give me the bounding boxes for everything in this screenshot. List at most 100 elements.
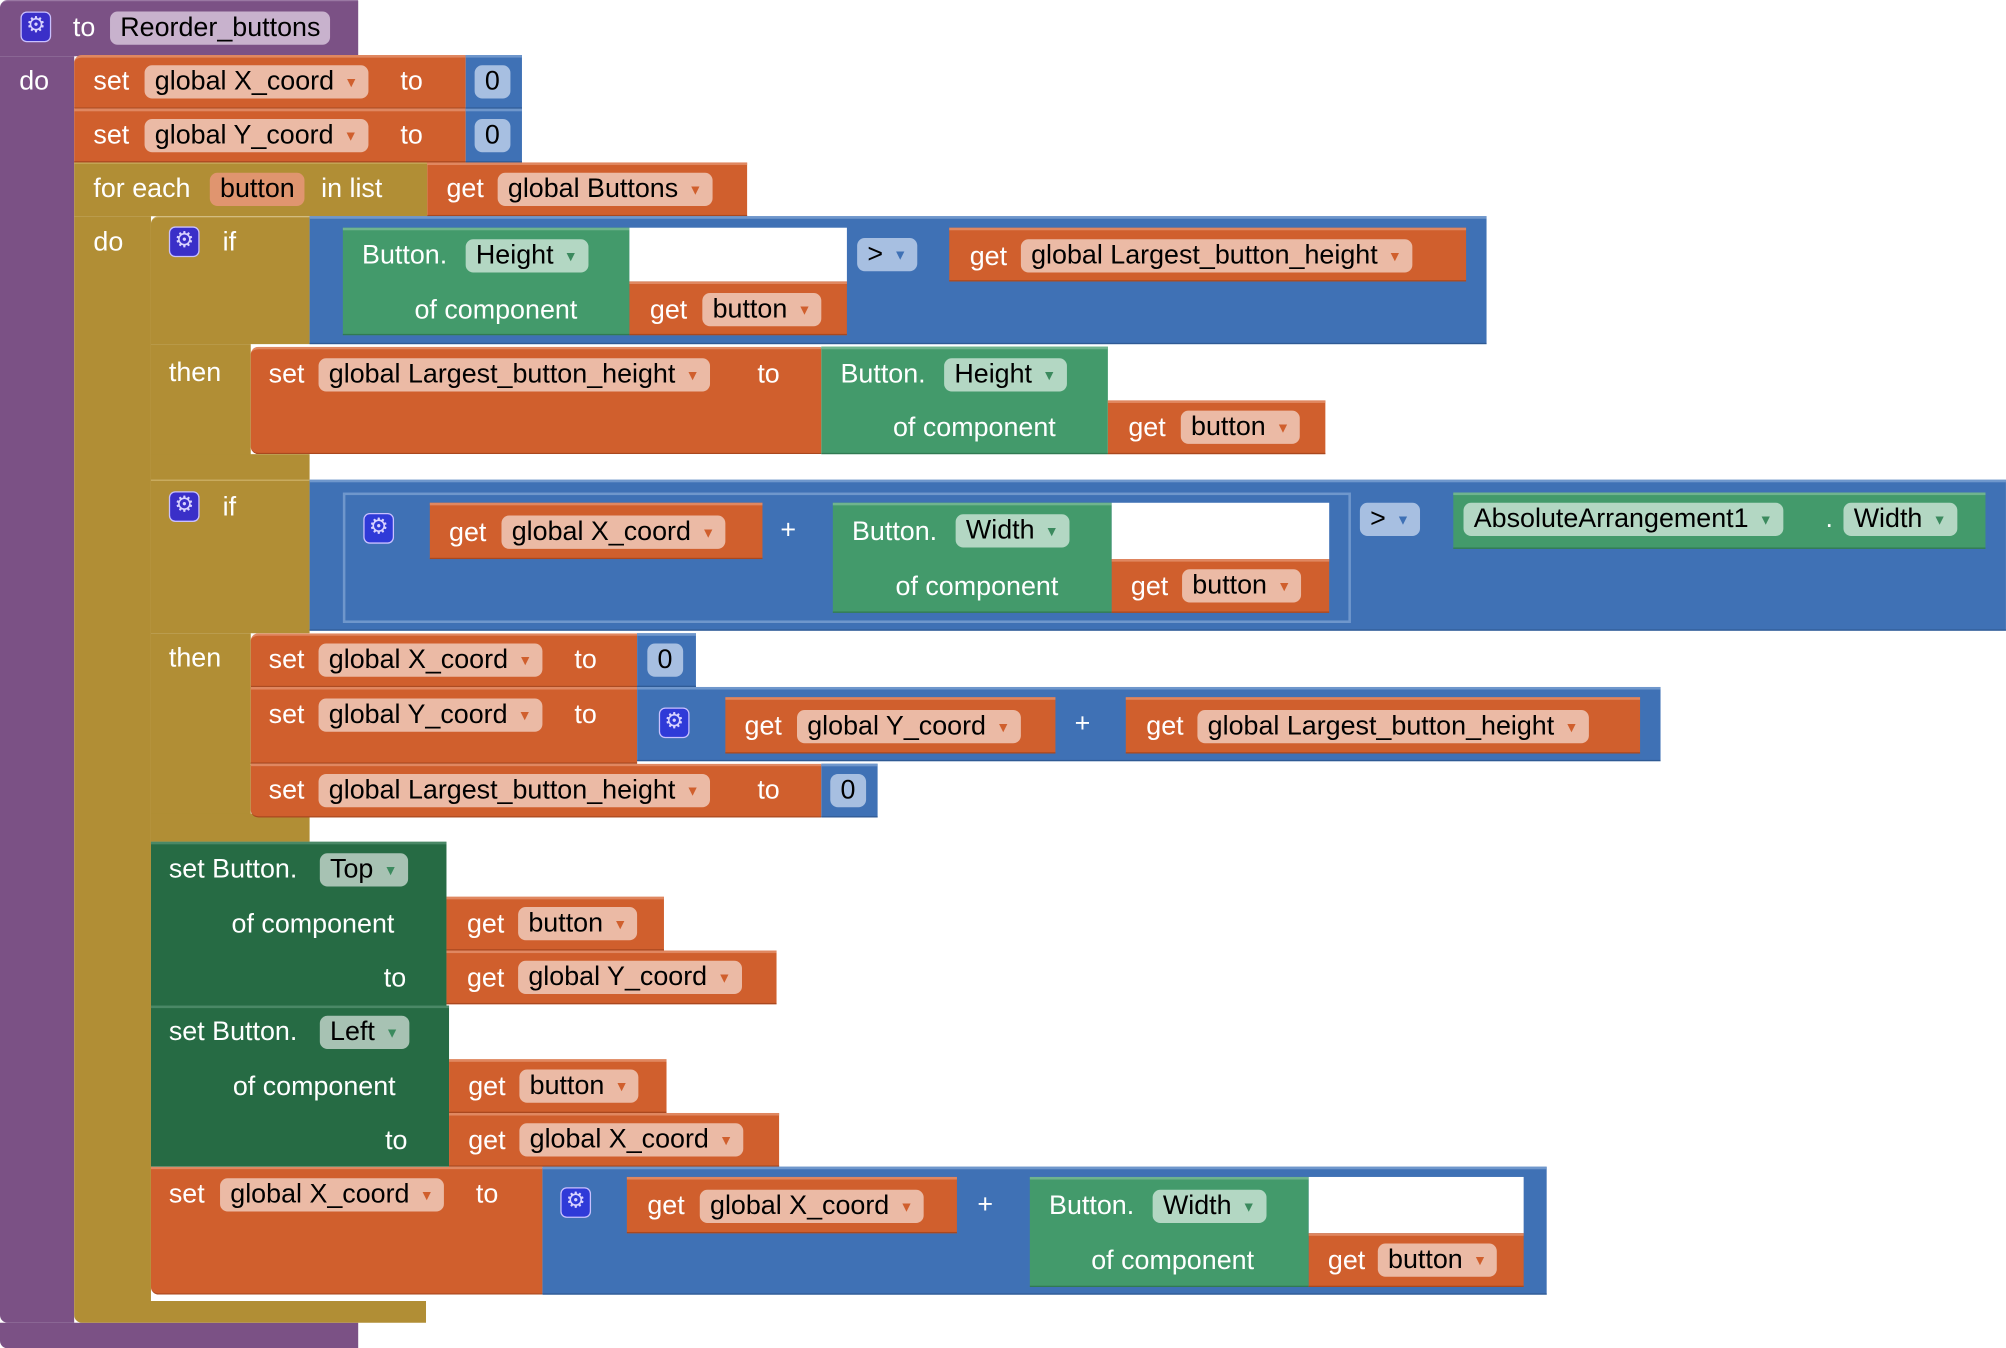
gear-icon[interactable]: ⚙ (168, 491, 200, 522)
component-dropdown[interactable]: AbsoluteArrangement1▼ (1463, 502, 1783, 537)
variable-dropdown[interactable]: button▼ (702, 292, 822, 327)
of-component-label: of component (414, 295, 578, 325)
to-label: to (574, 699, 597, 730)
procedure-name-field[interactable]: Reorder_buttons (110, 11, 331, 45)
in-list-label: in list (321, 173, 383, 204)
variable-dropdown[interactable]: global Largest_button_height▼ (318, 773, 710, 808)
get-label: get (1327, 1246, 1366, 1276)
dropdown-arrow-icon: ▼ (1564, 720, 1579, 736)
if-block-2-spine (150, 633, 251, 819)
variable-name: button (1192, 570, 1268, 600)
variable-dropdown[interactable]: global X_coord ▼ (519, 1123, 744, 1157)
property-dropdown[interactable]: Width▼ (1152, 1189, 1266, 1224)
loop-variable-field[interactable]: button (209, 172, 305, 206)
variable-dropdown[interactable]: global X_coord▼ (699, 1189, 924, 1224)
property-name: Width (965, 515, 1035, 545)
dropdown-arrow-icon: ▼ (996, 720, 1011, 736)
variable-dropdown[interactable]: button▼ (1377, 1243, 1498, 1277)
component-type-label: Button. (1049, 1191, 1135, 1221)
number-field[interactable]: 0 (474, 118, 511, 153)
get-label: get (649, 295, 688, 325)
gear-icon[interactable]: ⚙ (20, 11, 52, 43)
variable-dropdown[interactable]: global Largest_button_height▼ (1020, 239, 1413, 273)
dropdown-arrow-icon: ▼ (893, 248, 908, 264)
variable-dropdown[interactable]: global Y_coord▼ (518, 960, 742, 995)
dropdown-arrow-icon: ▼ (701, 525, 716, 542)
of-component-label: of component (232, 1072, 396, 1102)
variable-name: button (529, 1070, 605, 1101)
for-each-label: for each (93, 173, 191, 204)
operator-dropdown[interactable]: >▼ (1359, 502, 1421, 537)
property-dropdown[interactable]: Width▼ (1843, 502, 1957, 537)
dropdown-arrow-icon: ▼ (343, 129, 358, 145)
procedure-block-spine (0, 56, 75, 1323)
to-label: to (400, 66, 423, 96)
set-label: set (168, 1179, 205, 1209)
variable-name: global Y_coord (807, 711, 987, 741)
set-label: set (268, 359, 305, 389)
operator-dropdown[interactable]: >▼ (857, 237, 918, 272)
variable-dropdown[interactable]: global X_coord▼ (220, 1178, 444, 1212)
plus-label: + (780, 515, 797, 545)
variable-dropdown[interactable]: global Y_coord ▼ (144, 118, 368, 153)
number-field[interactable]: 0 (647, 643, 683, 677)
property-dropdown[interactable]: Top▼ (319, 853, 408, 887)
variable-dropdown[interactable]: global Buttons▼ (497, 172, 713, 206)
get-label: get (969, 241, 1008, 272)
variable-dropdown[interactable]: global Largest_button_height▼ (1197, 710, 1589, 744)
gear-icon[interactable]: ⚙ (658, 707, 690, 739)
property-dropdown[interactable]: Height▼ (465, 239, 588, 273)
variable-name: global Y_coord (154, 120, 334, 150)
variable-dropdown[interactable]: global X_coord▼ (144, 65, 369, 99)
get-label: get (744, 711, 782, 741)
variable-dropdown[interactable]: global Y_coord ▼ (797, 710, 1021, 744)
set-component-label: set Button. (168, 854, 298, 884)
gear-icon[interactable]: ⚙ (363, 512, 395, 544)
variable-name: button (1388, 1244, 1463, 1275)
variable-dropdown[interactable]: global Largest_button_height ▼ (318, 358, 710, 392)
to-label: to (475, 1179, 499, 1209)
gear-icon[interactable]: ⚙ (168, 226, 200, 258)
to-label: to (385, 1125, 408, 1156)
dropdown-arrow-icon: ▼ (613, 917, 628, 933)
component-type-label: Button. (840, 359, 926, 389)
variable-name: global Largest_button_height (328, 359, 676, 389)
dropdown-arrow-icon: ▼ (383, 863, 398, 879)
get-label: get (1130, 571, 1169, 602)
dropdown-arrow-icon: ▼ (797, 303, 812, 319)
property-dropdown[interactable]: Left▼ (319, 1015, 410, 1050)
if-block-1-spine (150, 344, 251, 460)
variable-name: global X_coord (529, 1124, 709, 1154)
of-component-label: of component (231, 909, 395, 940)
to-label: to (400, 120, 423, 150)
component-type-label: Button. (362, 240, 448, 270)
property-name: Width (1853, 504, 1923, 534)
variable-dropdown[interactable]: button▼ (1180, 410, 1301, 444)
dropdown-arrow-icon: ▼ (1275, 420, 1290, 437)
dropdown-arrow-icon: ▼ (719, 1133, 734, 1149)
variable-name: global X_coord (328, 644, 509, 675)
property-dropdown[interactable]: Width▼ (955, 514, 1069, 548)
gear-icon[interactable]: ⚙ (560, 1187, 592, 1218)
dropdown-arrow-icon: ▼ (685, 368, 700, 384)
variable-dropdown[interactable]: global X_coord▼ (501, 515, 726, 549)
dropdown-arrow-icon: ▼ (1758, 512, 1773, 529)
property-dropdown[interactable]: Height▼ (944, 358, 1067, 392)
variable-dropdown[interactable]: global X_coord ▼ (318, 643, 543, 677)
dropdown-arrow-icon: ▼ (614, 1079, 629, 1096)
variable-name: global Y_coord (528, 962, 708, 992)
procedure-to-label: to (72, 12, 96, 43)
set-label: set (268, 775, 305, 805)
variable-dropdown[interactable]: button ▼ (519, 1069, 639, 1103)
variable-dropdown[interactable]: global Y_coord▼ (318, 698, 542, 732)
variable-dropdown[interactable]: button▼ (1182, 569, 1302, 603)
property-name: Width (1162, 1191, 1232, 1221)
variable-name: button (528, 908, 604, 938)
operator-symbol: > (867, 239, 884, 269)
variable-dropdown[interactable]: button ▼ (518, 907, 638, 941)
variable-name: global Y_coord (328, 699, 508, 730)
for-each-footer (74, 1301, 427, 1323)
number-field[interactable]: 0 (830, 773, 866, 808)
number-field[interactable]: 0 (474, 65, 511, 99)
dropdown-arrow-icon: ▼ (518, 653, 533, 670)
